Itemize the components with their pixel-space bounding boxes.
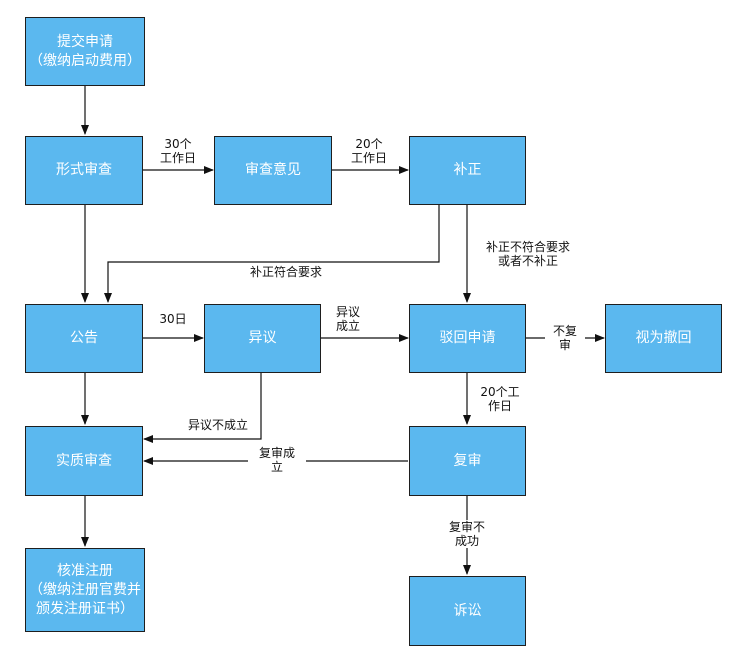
label-correction-fails: 补正不符合要求 或者不补正 [473, 240, 583, 268]
label-announcement-to-objection-1: 30日 [159, 312, 187, 326]
node-review-opinion-label: 审查意见 [245, 162, 301, 178]
label-correction-meets: 补正符合要求 [240, 265, 332, 279]
node-correction: 补正 [409, 136, 526, 205]
label-no-reexam-1: 不复 [552, 324, 577, 338]
label-reexam-upheld: 复审成 立 [248, 446, 306, 474]
label-objection-not-upheld-1: 异议不成立 [187, 418, 248, 432]
node-litigation: 诉讼 [409, 576, 526, 646]
label-rejection-to-reexam-2: 作日 [487, 399, 512, 413]
node-formal-review-label: 形式审查 [56, 162, 112, 178]
node-objection: 异议 [204, 304, 321, 373]
node-approval-registration: 核准注册 （缴纳注册官费并 颁发注册证书） [25, 548, 145, 632]
label-formal-to-opinion-2: 工作日 [159, 151, 196, 165]
label-opinion-to-correction: 20个 工作日 [338, 137, 400, 165]
node-substantive-review-label: 实质审查 [56, 452, 112, 469]
label-opinion-to-correction-2: 工作日 [350, 151, 387, 165]
node-deemed-withdrawn-label: 视为撤回 [635, 330, 692, 346]
node-rejection: 驳回申请 [409, 304, 526, 373]
node-reexamination: 复审 [409, 426, 526, 496]
node-approval-line-2: （缴纳注册官费并 [29, 581, 141, 598]
label-reexam-not-upheld-2: 成功 [454, 534, 479, 548]
label-rejection-to-reexam-1: 20个工 [480, 385, 520, 399]
label-formal-to-opinion-1: 30个 [164, 137, 192, 151]
node-correction-label: 补正 [453, 162, 482, 178]
label-reexam-upheld-2: 立 [270, 460, 283, 474]
node-submit-line-1: 提交申请 [57, 33, 113, 50]
label-correction-fails-1: 补正不符合要求 [485, 240, 570, 254]
label-reexam-upheld-1: 复审成 [258, 446, 295, 460]
label-objection-upheld-2: 成立 [335, 319, 360, 333]
label-objection-not-upheld: 异议不成立 [178, 418, 258, 432]
node-formal-review: 形式审查 [25, 136, 143, 205]
node-submit-line-2: （缴纳启动费用） [29, 52, 141, 69]
node-objection-label: 异议 [248, 330, 277, 346]
node-approval-line-1: 核准注册 [57, 562, 113, 579]
label-formal-to-opinion: 30个 工作日 [150, 137, 206, 165]
arrow-correction-to-announcement [104, 204, 440, 303]
arrow-objection-to-substantive [143, 372, 262, 443]
node-approval-line-3: 颁发注册证书） [36, 600, 134, 617]
node-announcement-label: 公告 [70, 330, 98, 346]
label-no-reexam: 不复 审 [545, 324, 585, 352]
node-substantive-review: 实质审查 [25, 426, 143, 496]
node-review-opinion: 审查意见 [214, 136, 332, 205]
label-objection-upheld-1: 异议 [335, 305, 360, 319]
label-opinion-to-correction-1: 20个 [355, 137, 383, 151]
label-reexam-not-upheld-1: 复审不 [448, 520, 485, 534]
node-litigation-label: 诉讼 [453, 602, 482, 619]
label-announcement-to-objection: 30日 [150, 312, 196, 326]
label-objection-upheld: 异议 成立 [328, 305, 368, 333]
node-submit-application: 提交申请 （缴纳启动费用） [25, 17, 145, 86]
label-reexam-not-upheld: 复审不 成功 [441, 520, 493, 548]
node-announcement: 公告 [25, 304, 143, 373]
node-deemed-withdrawn: 视为撤回 [605, 304, 722, 373]
label-no-reexam-2: 审 [558, 338, 571, 352]
node-reexamination-label: 复审 [453, 452, 482, 469]
label-correction-meets-1: 补正符合要求 [249, 265, 322, 279]
label-correction-fails-2: 或者不补正 [497, 254, 558, 268]
label-rejection-to-reexam: 20个工 作日 [474, 385, 526, 413]
node-rejection-label: 驳回申请 [439, 330, 496, 346]
